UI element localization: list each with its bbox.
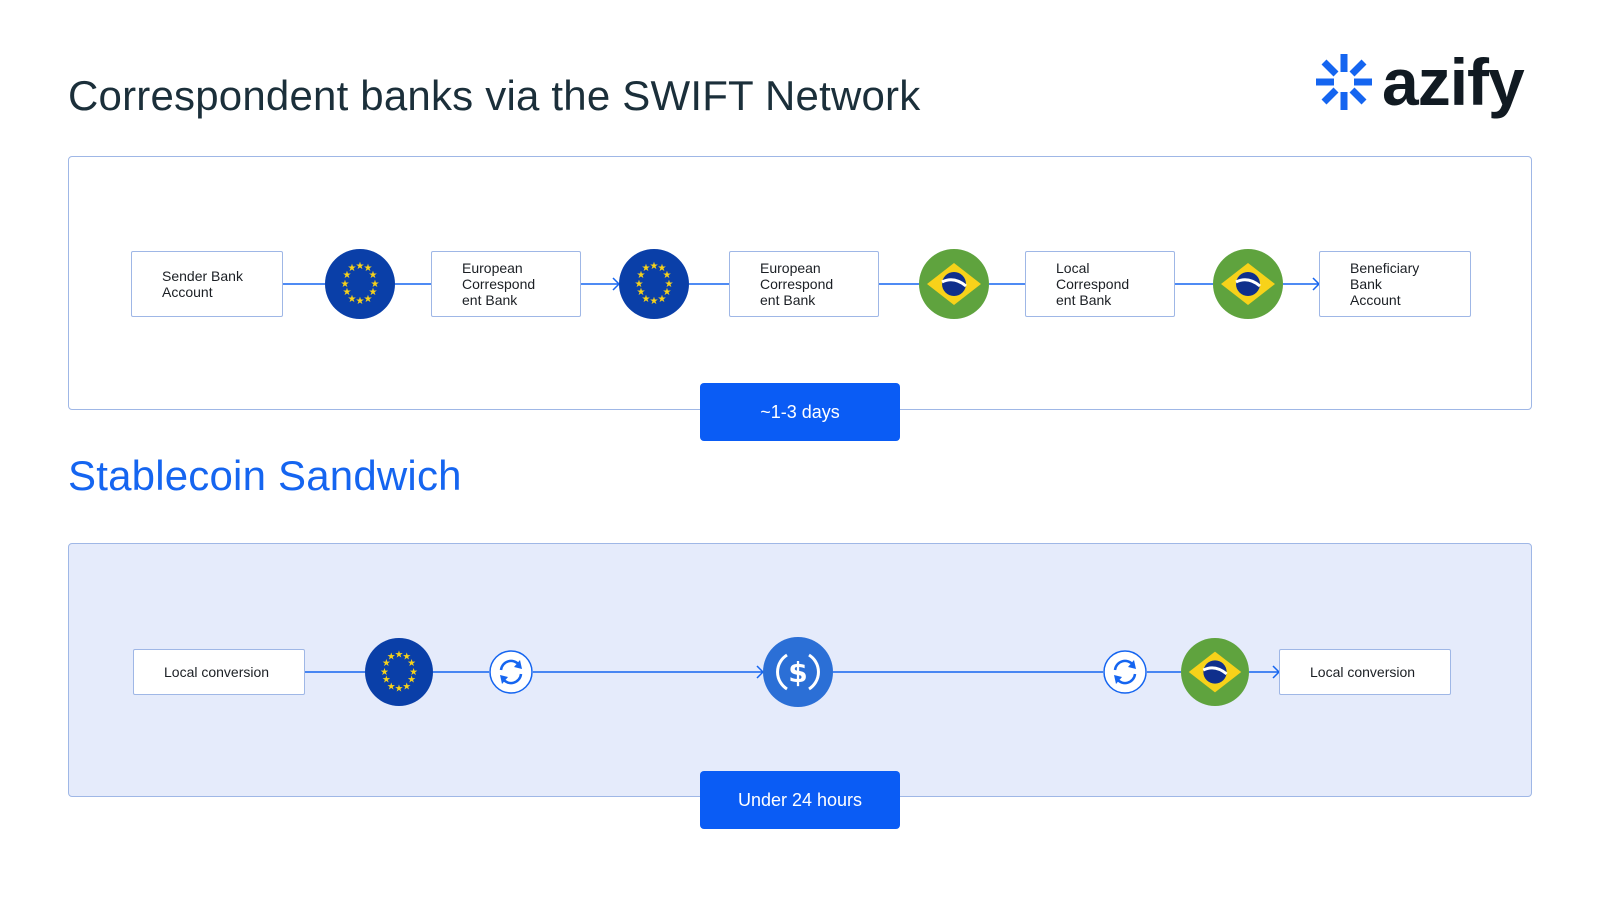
azify-logo: azify — [1312, 42, 1542, 122]
svg-text:$: $ — [788, 656, 807, 689]
stablecoin-section-title: Stablecoin Sandwich — [68, 452, 462, 499]
svg-text:★: ★ — [637, 270, 646, 281]
svg-text:★: ★ — [650, 296, 659, 307]
svg-text:★: ★ — [371, 279, 380, 290]
svg-text:★: ★ — [382, 658, 391, 669]
svg-text:★: ★ — [658, 294, 667, 305]
svg-text:★: ★ — [642, 294, 651, 305]
local-conversion-start-node: Local conversion — [133, 649, 305, 695]
beneficiary-bank-account-node: Beneficiary Bank Account — [1319, 251, 1471, 317]
svg-text:★: ★ — [348, 294, 357, 305]
svg-text:★: ★ — [369, 287, 378, 298]
svg-text:★: ★ — [387, 651, 396, 662]
sender-bank-account-node: Sender Bank Account — [131, 251, 283, 317]
node-label: Beneficiary Bank Account — [1350, 260, 1420, 308]
svg-text:★: ★ — [343, 287, 352, 298]
svg-text:★: ★ — [637, 287, 646, 298]
svg-text:★: ★ — [635, 279, 644, 290]
svg-text:★: ★ — [369, 270, 378, 281]
stablecoin-duration-badge: Under 24 hours — [700, 771, 900, 829]
svg-text:★: ★ — [341, 279, 350, 290]
svg-text:★: ★ — [364, 294, 373, 305]
local-correspondent-bank-node: Local Correspond ent Bank — [1025, 251, 1175, 317]
svg-text:★: ★ — [348, 263, 357, 274]
svg-text:★: ★ — [650, 261, 659, 272]
svg-text:★: ★ — [409, 667, 418, 678]
svg-text:★: ★ — [663, 270, 672, 281]
svg-text:★: ★ — [380, 667, 389, 678]
svg-text:★: ★ — [642, 263, 651, 274]
svg-text:★: ★ — [356, 296, 365, 307]
brazil-flag-icon — [1213, 249, 1283, 319]
svg-text:★: ★ — [395, 649, 404, 660]
node-label: Local Correspond ent Bank — [1056, 260, 1130, 308]
svg-text:★: ★ — [658, 263, 667, 274]
swift-section-title: Correspondent banks via the SWIFT Networ… — [68, 72, 921, 119]
stablecoin-flow-panel: Local conversion Local conversion ★★★★ ★… — [68, 543, 1532, 797]
svg-text:★: ★ — [663, 287, 672, 298]
svg-text:★: ★ — [364, 263, 373, 274]
svg-text:★: ★ — [407, 675, 416, 686]
swift-duration-badge: ~1-3 days — [700, 383, 900, 441]
svg-text:★: ★ — [382, 675, 391, 686]
svg-text:★: ★ — [395, 683, 404, 694]
stablecoin-connectors — [305, 665, 1281, 679]
svg-text:★: ★ — [356, 261, 365, 272]
node-label: European Correspond ent Bank — [760, 260, 834, 308]
local-conversion-end-node: Local conversion — [1279, 649, 1451, 695]
svg-text:★: ★ — [387, 681, 396, 692]
node-label: Local conversion — [1310, 664, 1416, 680]
european-correspondent-bank-node: European Correspond ent Bank — [431, 251, 581, 317]
svg-text:★: ★ — [343, 270, 352, 281]
usdc-coin-icon: $ — [763, 637, 833, 707]
eu-flag-icon: ★★★★ ★★★★ ★★★★ — [365, 638, 433, 706]
brazil-flag-icon — [919, 249, 989, 319]
svg-text:★: ★ — [665, 279, 674, 290]
eu-flag-icon: ★★★★ ★★★★ ★★★★ — [325, 249, 395, 319]
exchange-icon — [489, 650, 533, 694]
node-label: European Correspond ent Bank — [462, 260, 536, 308]
swift-flow-panel: Sender Bank Account European Correspond … — [68, 156, 1532, 410]
node-label: Local conversion — [164, 664, 270, 680]
eu-flag-icon: ★★★★ ★★★★ ★★★★ — [619, 249, 689, 319]
svg-text:★: ★ — [402, 681, 411, 692]
svg-text:★: ★ — [402, 651, 411, 662]
exchange-icon — [1103, 650, 1147, 694]
azify-star-icon — [1316, 54, 1372, 110]
azify-wordmark: azify — [1382, 45, 1525, 119]
brazil-flag-icon — [1181, 638, 1249, 706]
european-correspondent-bank-node-2: European Correspond ent Bank — [729, 251, 879, 317]
node-label: Sender Bank Account — [162, 268, 243, 300]
svg-text:★: ★ — [407, 658, 416, 669]
